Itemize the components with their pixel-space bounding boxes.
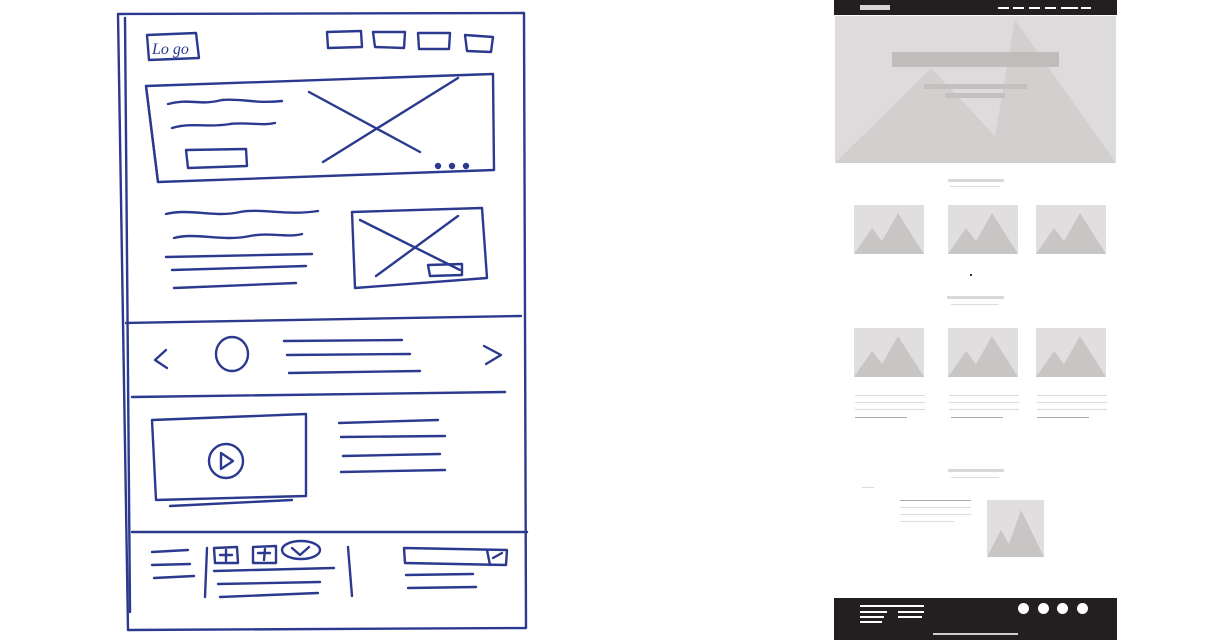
wireframe-caption-line xyxy=(949,395,1019,396)
wireframe-nav-item xyxy=(1061,7,1078,9)
sketch-image-box xyxy=(350,206,489,290)
sketch-nav-box-1 xyxy=(325,29,364,50)
sketch-hero-box xyxy=(144,72,496,184)
wireframe-image-placeholder xyxy=(854,328,924,377)
wireframe-navbar xyxy=(834,0,1117,15)
wireframe-caption-line xyxy=(855,402,925,403)
wireframe-caption-line xyxy=(1037,402,1107,403)
wireframe-image-placeholder xyxy=(987,500,1044,557)
sketch-newsletter-input xyxy=(402,546,509,567)
wireframe-image-placeholder xyxy=(1036,328,1106,377)
sketch-page-border xyxy=(116,11,528,632)
wireframe-copyright-line xyxy=(933,633,1018,635)
wireframe-nav-item xyxy=(1029,7,1040,9)
sketch-hero-image-x xyxy=(307,76,460,164)
wireframe-image-placeholder xyxy=(948,205,1018,254)
wireframe-footer-link xyxy=(860,621,882,623)
wireframe-mockup xyxy=(834,0,1117,640)
wireframe-image-placeholder xyxy=(948,328,1018,377)
wireframe-text-line xyxy=(900,514,971,515)
sketch-carousel-left-arrow xyxy=(153,348,169,370)
wireframe-image-placeholder xyxy=(854,205,924,254)
wireframe-caption-line xyxy=(1037,417,1089,418)
wireframe-caption-line xyxy=(855,395,925,396)
wireframe-hero-subtitle xyxy=(924,84,1027,89)
wireframe-logo xyxy=(860,5,890,10)
wireframe-nav-item xyxy=(1081,7,1091,9)
wireframe-section-subtitle xyxy=(951,304,999,305)
wireframe-text-line xyxy=(900,507,971,508)
wireframe-hero-subtitle-2 xyxy=(945,93,1005,98)
wireframe-footer-link xyxy=(898,611,924,613)
wireframe-caption-line xyxy=(855,417,907,418)
wireframe-section-title xyxy=(948,179,1004,182)
circle-icon[interactable] xyxy=(1018,603,1029,614)
wireframe-footer-link xyxy=(860,611,887,613)
wireframe-nav-item xyxy=(1013,7,1024,9)
sketch-play-icon xyxy=(207,442,245,480)
wireframe-section-title xyxy=(947,296,1004,299)
sketch-logo-text: Lo go xyxy=(151,41,189,58)
wireframe-hero xyxy=(835,16,1116,163)
sketch-nav-box-4 xyxy=(463,33,495,54)
sketch-nav-box-2 xyxy=(371,30,407,50)
wireframe-footer xyxy=(834,598,1117,640)
sketch-video-box xyxy=(150,412,308,502)
wireframe-section-subtitle xyxy=(951,477,999,478)
wireframe-caption-line xyxy=(949,402,1019,403)
sketch-avatar-circle xyxy=(214,335,250,373)
wireframe-section-subtitle xyxy=(950,186,1000,187)
wireframe-text-line xyxy=(900,500,971,501)
sketch-carousel-right-arrow xyxy=(482,344,503,366)
wireframe-caption-line xyxy=(855,409,925,410)
sketch-hero-button xyxy=(184,147,249,170)
wireframe-footer-link xyxy=(860,605,924,607)
sketch-nav-box-3 xyxy=(416,31,452,51)
circle-icon[interactable] xyxy=(1077,603,1088,614)
wireframe-text-line xyxy=(900,521,954,522)
wireframe-hero-title xyxy=(892,52,1059,67)
wireframe-caption-line xyxy=(1037,409,1107,410)
sketch-social-icon-2 xyxy=(251,544,278,565)
circle-icon[interactable] xyxy=(1038,603,1049,614)
wireframe-pagination-dot xyxy=(970,274,972,276)
wireframe-section-title xyxy=(948,469,1004,472)
circle-icon[interactable] xyxy=(1057,603,1068,614)
wireframe-caption-line xyxy=(949,409,1019,410)
wireframe-nav-item xyxy=(1045,7,1056,9)
sketch-logo-box xyxy=(145,31,201,62)
wireframe-footer-link xyxy=(898,616,922,618)
wireframe-caption-line xyxy=(951,417,1003,418)
wireframe-image-placeholder xyxy=(1036,205,1106,254)
sketch-social-icon-3 xyxy=(280,539,322,561)
sketch-social-icon-1 xyxy=(212,545,240,565)
wireframe-footer-link xyxy=(860,616,884,618)
wireframe-text-line xyxy=(862,487,874,488)
wireframe-caption-line xyxy=(1037,395,1107,396)
hand-drawn-sketch: Lo go xyxy=(116,11,529,632)
wireframe-nav-item xyxy=(998,7,1009,9)
